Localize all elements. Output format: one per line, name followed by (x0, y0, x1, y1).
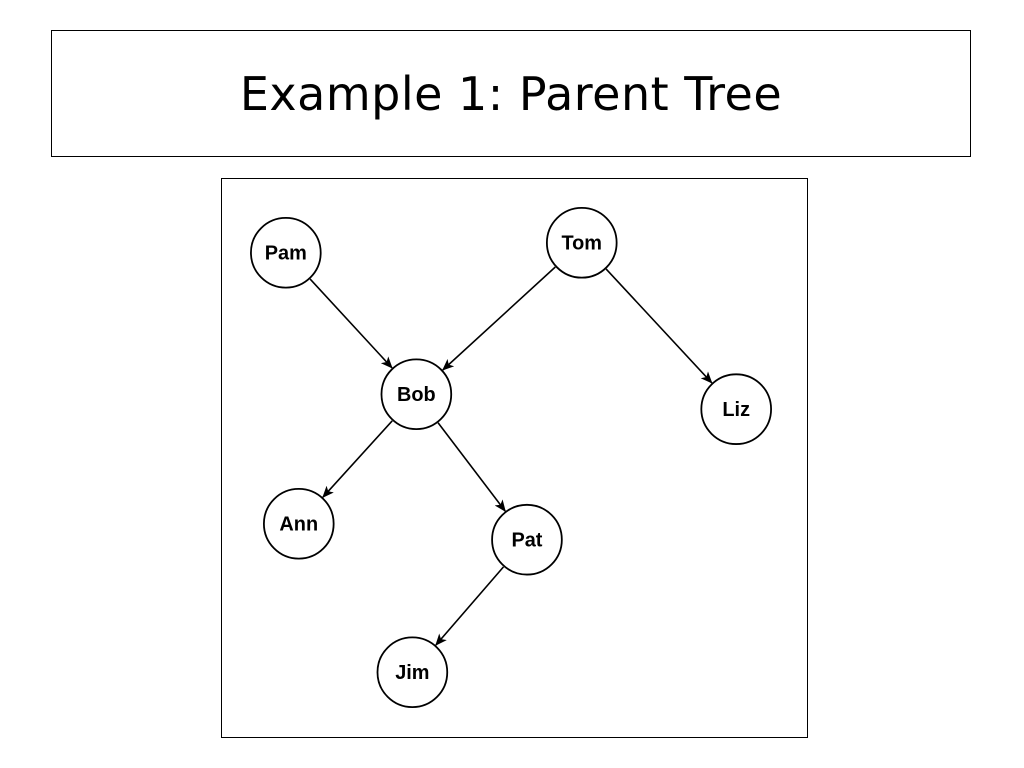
edge-tom-liz (605, 268, 713, 384)
node-label-pat: Pat (511, 530, 542, 552)
node-pat: Pat (491, 503, 563, 576)
node-circle-jim (376, 636, 449, 709)
node-pam: Pam (250, 216, 322, 289)
node-circle-pat (491, 503, 563, 576)
node-label-bob: Bob (397, 384, 436, 406)
node-label-pam: Pam (265, 243, 307, 265)
node-label-liz: Liz (722, 399, 750, 421)
node-jim: Jim (376, 636, 449, 709)
edge-bob-pat (437, 422, 506, 512)
edge-pam-bob (309, 278, 393, 369)
node-liz: Liz (700, 373, 772, 445)
node-circle-liz (700, 373, 772, 445)
slide-title: Example 1: Parent Tree (239, 66, 783, 121)
node-tom: Tom (545, 206, 618, 279)
edge-bob-ann (322, 420, 393, 498)
node-circle-ann (263, 487, 335, 560)
edge-tom-bob (442, 266, 556, 371)
edges-layer (309, 266, 713, 646)
slide-title-box: Example 1: Parent Tree (51, 30, 971, 157)
node-label-tom: Tom (561, 233, 602, 255)
node-label-jim: Jim (395, 662, 429, 684)
node-circle-bob (380, 358, 453, 431)
node-bob: Bob (380, 358, 453, 431)
edge-pat-jim (435, 566, 505, 646)
node-ann: Ann (263, 487, 335, 560)
node-circle-tom (545, 206, 618, 279)
node-circle-pam (250, 216, 322, 289)
node-label-ann: Ann (279, 514, 318, 536)
